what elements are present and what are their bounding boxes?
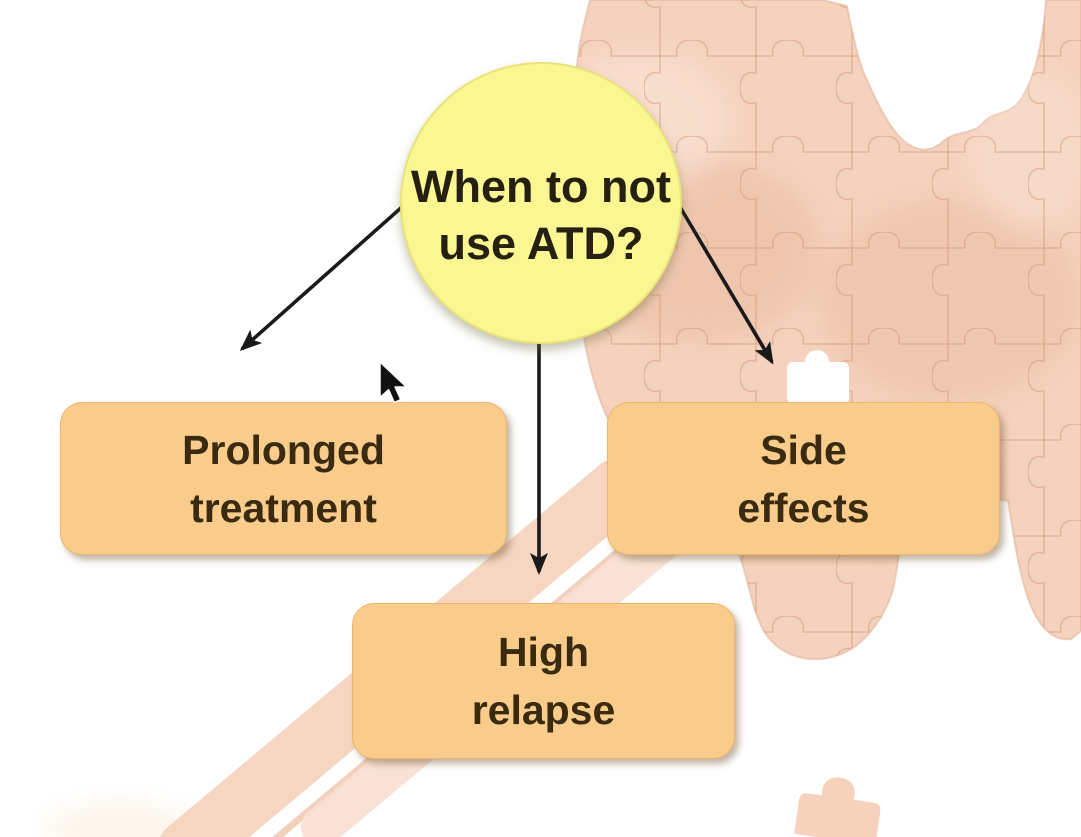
node-label-line: treatment bbox=[190, 484, 377, 531]
background-smudge bbox=[45, 804, 195, 837]
question-circle-line1: When to not bbox=[411, 161, 671, 212]
node-label-line: Side bbox=[760, 426, 847, 473]
node-label-line: effects bbox=[737, 484, 870, 531]
node-label-line: Prolonged bbox=[182, 426, 385, 473]
mouse-cursor-icon bbox=[379, 361, 408, 404]
node-side-effects: Side effects bbox=[607, 402, 1000, 555]
missing-puzzle-notch bbox=[787, 350, 849, 404]
question-circle-line2: use ATD? bbox=[438, 218, 644, 269]
node-high-relapse: High relapse bbox=[352, 603, 735, 759]
node-prolonged-treatment: Prolonged treatment bbox=[60, 402, 507, 555]
node-label-line: relapse bbox=[471, 687, 616, 733]
loose-puzzle-piece bbox=[794, 777, 881, 837]
question-circle: When to not use ATD? bbox=[400, 62, 682, 344]
node-label-line: High bbox=[497, 629, 590, 675]
